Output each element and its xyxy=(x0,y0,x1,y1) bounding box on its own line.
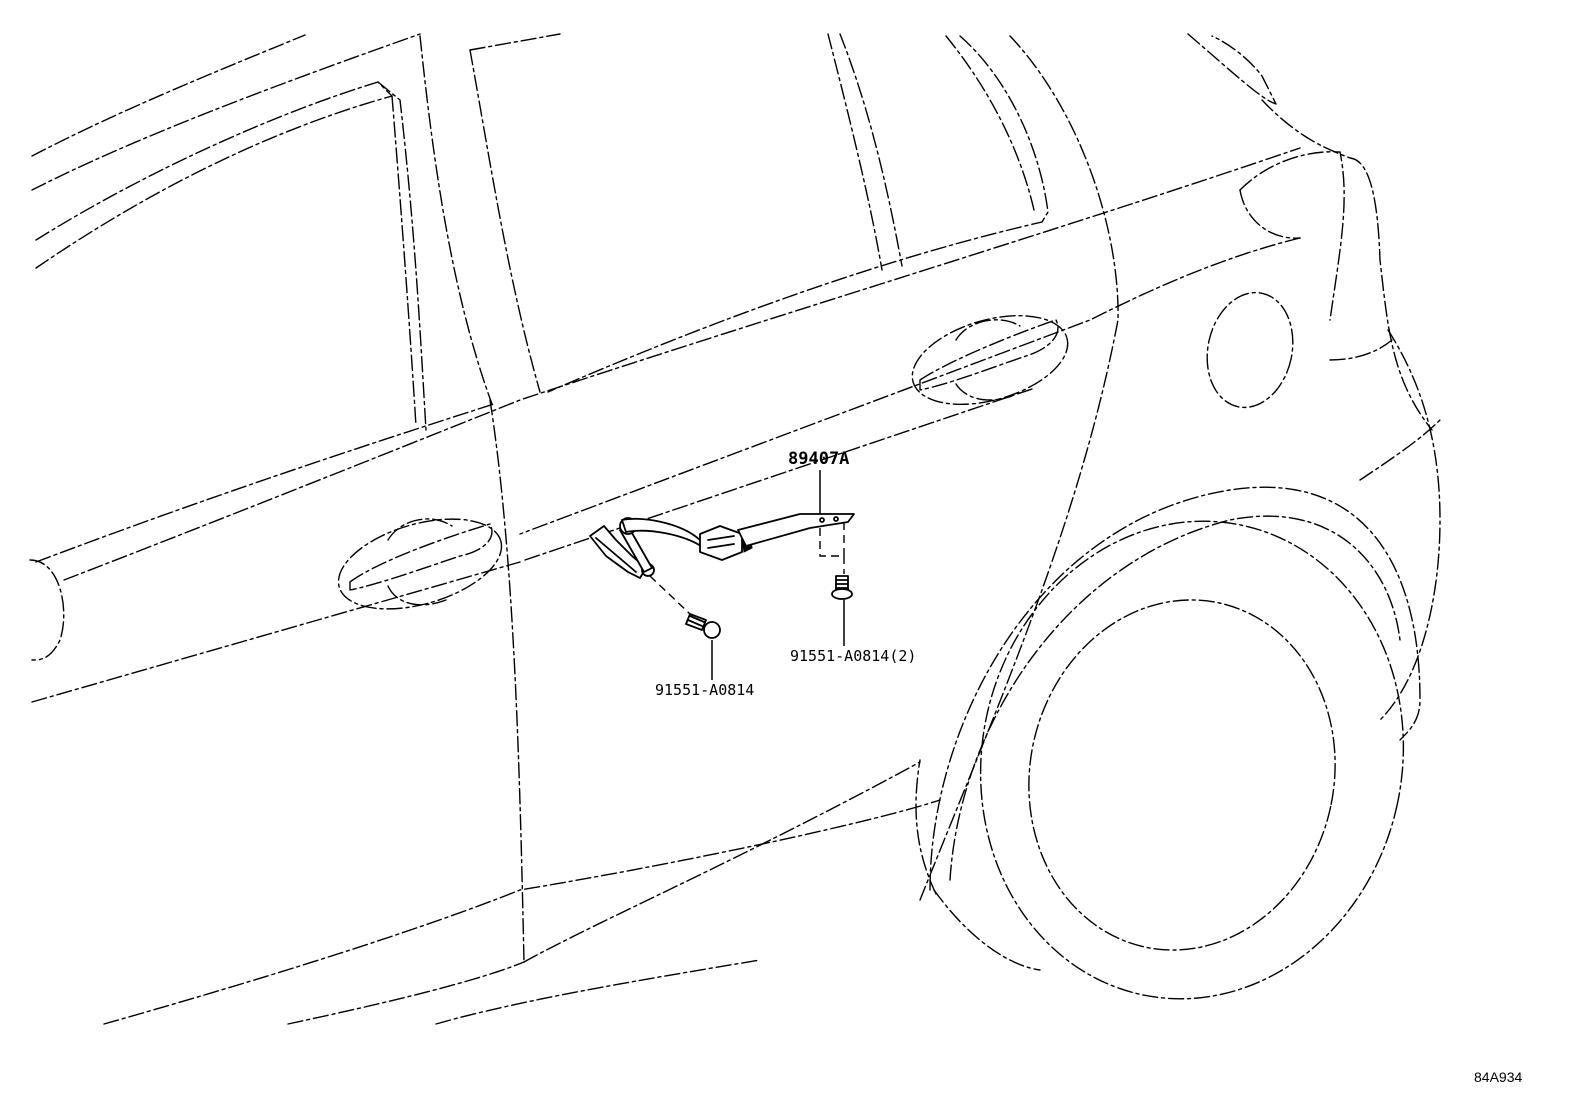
leader-lines xyxy=(649,470,845,680)
upper-bolt xyxy=(831,575,853,600)
vehicle-body-outline xyxy=(29,33,1441,1025)
lower-bolt xyxy=(685,613,721,639)
lower-bolt-callout: 91551-A0814 xyxy=(655,681,754,699)
sensor-part-callout: 89407A xyxy=(788,449,849,469)
sensor-upper-bracket xyxy=(737,513,855,547)
figure-id: 84A934 xyxy=(1474,1069,1522,1085)
front-door-handle xyxy=(337,518,503,610)
height-control-sensor-assembly xyxy=(589,513,855,639)
upper-bolt-callout: 91551-A0814(2) xyxy=(790,647,916,665)
rear-door-handle xyxy=(911,314,1069,406)
sensor-body xyxy=(699,525,743,561)
